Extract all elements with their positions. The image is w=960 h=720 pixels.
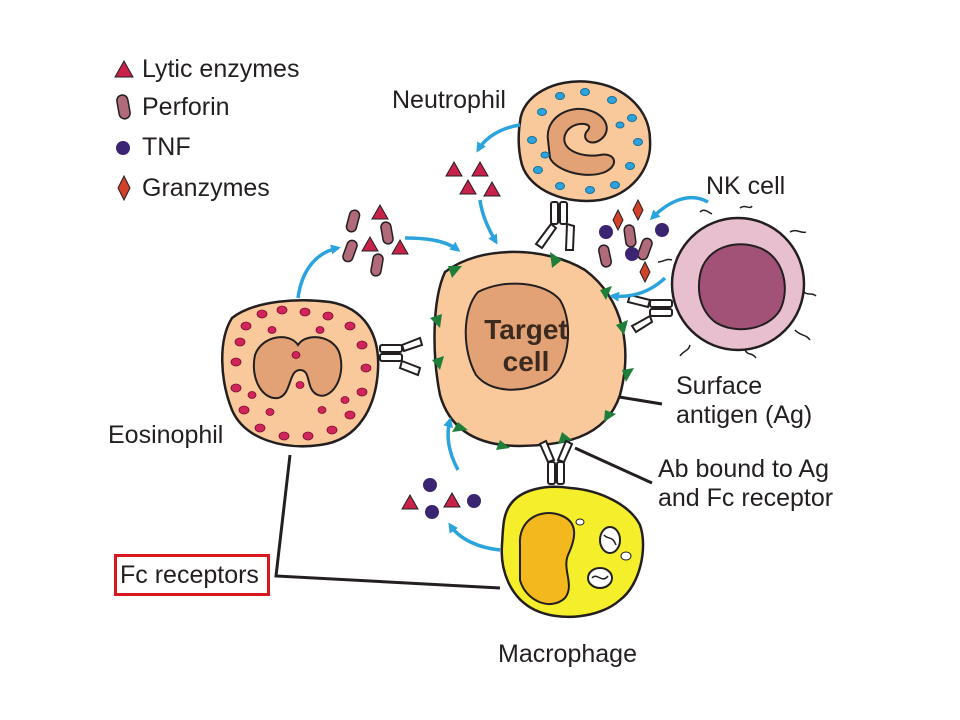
triangle-icon	[114, 59, 134, 78]
ab-bound-label-line2: and Fc receptor	[658, 484, 834, 512]
surface-antigen-label: Surface antigen (Ag)	[676, 372, 812, 430]
arrows	[296, 123, 709, 552]
legend-label-perforin: Perforin	[142, 93, 230, 121]
eosinophil-label: Eosinophil	[108, 421, 224, 449]
target-cell	[430, 250, 634, 450]
macrophage-label: Macrophage	[498, 640, 637, 668]
diamond-icon	[117, 174, 131, 202]
target-cell-label: Target cell	[476, 314, 576, 378]
released-mediators	[342, 160, 669, 519]
surface-antigen-label-line1: Surface	[676, 372, 763, 400]
legend-label-granzymes: Granzymes	[142, 174, 270, 202]
target-cell-label-line1: Target	[484, 314, 568, 345]
surface-antigen-label-line2: antigen (Ag)	[676, 401, 813, 429]
eosinophil	[221, 299, 424, 448]
nk-cell	[626, 205, 817, 359]
circle-icon	[116, 141, 130, 155]
neutrophil-label: Neutrophil	[392, 86, 506, 114]
legend-icons	[114, 59, 134, 202]
ab-bound-label: Ab bound to Ag and Fc receptor	[658, 455, 833, 513]
ab-bound-label-line1: Ab bound to Ag	[658, 455, 829, 483]
neutrophil	[517, 80, 652, 251]
perforin-icon	[116, 94, 131, 120]
fc-receptors-label: Fc receptors	[120, 561, 259, 589]
fc-receptors-highlight-box	[114, 554, 270, 596]
legend-label-lytic-enzymes: Lytic enzymes	[142, 55, 300, 83]
macrophage	[500, 439, 645, 619]
surface-antigens	[430, 252, 634, 450]
nk-cell-label: NK cell	[706, 172, 786, 200]
legend-label-tnf: TNF	[142, 133, 191, 161]
target-cell-label-line2: cell	[502, 346, 550, 377]
